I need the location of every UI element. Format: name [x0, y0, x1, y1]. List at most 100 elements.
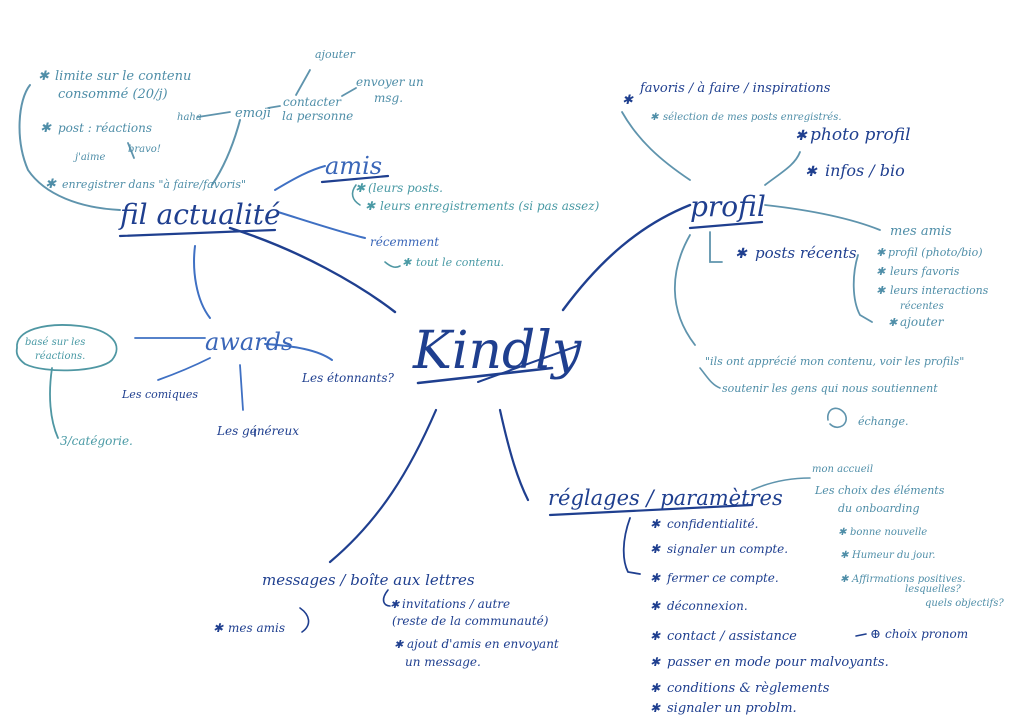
reglages-choix-elements-1: Les choix des éléments [814, 484, 945, 497]
line-malvoyants-pronom [855, 633, 867, 637]
line-mesamis-list [852, 254, 873, 323]
reglages-star-b1: ✱ [838, 527, 847, 538]
underline-fil [118, 228, 277, 238]
amis-star-2: ✱ [365, 199, 376, 213]
reglages-choix-pronom: choix pronom [885, 627, 968, 641]
echange-loop [827, 407, 847, 429]
reglages-star-1: ✱ [650, 542, 661, 556]
fil-title: fil actualité [118, 198, 281, 231]
awards-genereux: Les généreux [216, 424, 299, 438]
reglages-item-conditions: conditions & règlements [667, 681, 830, 696]
fil-haha: haha [177, 112, 202, 123]
reglages-star-b2: ✱ [840, 550, 849, 561]
reglages-list: ✱ confidentialité. ✱ signaler un compte.… [650, 517, 889, 715]
line-center-fil [228, 226, 397, 314]
messages-star-2: ✱ [390, 598, 400, 611]
profil-ami-ajouter: ajouter [900, 315, 945, 329]
center-title: Kindly [412, 321, 582, 381]
line-apprecie-soutenir [699, 367, 721, 389]
underlines [15, 174, 764, 517]
reglages-star-6: ✱ [650, 681, 661, 695]
messages-ajout-2: un message. [405, 655, 481, 669]
fil-star-2: ✱ [40, 121, 52, 136]
line-base-categorie [49, 367, 59, 439]
reglages-star-b3: ✱ [840, 574, 849, 585]
amis-star-3: ✱ [402, 256, 412, 269]
line-recemment-tout [384, 261, 401, 268]
profil-apprecie: "ils ont apprécié mon contenu, voir les … [705, 355, 964, 368]
reglages-item-contact: contact / assistance [667, 629, 797, 644]
line-contact-ajouter [295, 69, 311, 96]
reglages-item-signaler-probleme: signaler un problm. [667, 701, 797, 715]
messages-ajout-1: ajout d'amis en envoyant [407, 637, 559, 651]
messages-invitations-2: (reste de la communauté) [392, 614, 549, 628]
underline-amis [320, 174, 390, 184]
reglages-star-4: ✱ [650, 629, 661, 643]
messages-star-1: ✱ [213, 621, 224, 635]
profil-photo: photo profil [810, 125, 911, 145]
line-fil-awards [193, 245, 211, 319]
profil-echange: échange. [858, 415, 908, 428]
reglages-humeur: Humeur du jour. [851, 550, 935, 561]
reglages-star-3: ✱ [650, 599, 661, 613]
underline-profil [688, 220, 764, 230]
amis-posts: (leurs posts. [368, 181, 443, 195]
profil-star-6: ✱ [876, 246, 886, 259]
reglages-item-confidentialite: confidentialité. [667, 517, 758, 531]
line-messages-invitations [382, 589, 391, 607]
reglages-accueil: mon accueil [812, 464, 873, 475]
reglages-item-fermer: fermer ce compte. [666, 571, 779, 585]
envoyer-1: envoyer un [356, 75, 424, 89]
line-center-messages [328, 408, 438, 564]
profil-mes-amis: mes amis [890, 224, 952, 239]
fil-star-3: ✱ [45, 177, 57, 192]
amis-enreg: leurs enregistrements (si pas assez) [380, 199, 600, 213]
messages-title: messages / boîte aux lettres [262, 571, 475, 589]
fil-jaime: j'aime [73, 152, 105, 163]
profil-star-9: ✱ [888, 316, 898, 329]
bubble-base [15, 324, 118, 372]
reglages-star-0: ✱ [650, 517, 661, 531]
profil-soutenir: soutenir les gens qui nous soutiennent [722, 382, 938, 395]
contact-1: contacter [283, 95, 342, 109]
line-profil-photo [764, 151, 801, 186]
amis-title: amis [325, 152, 382, 180]
reglages-item-malvoyants: passer en mode pour malvoyants. [667, 655, 889, 670]
messages-mes-amis: mes amis [228, 621, 285, 635]
awards-comiques: Les comiques [121, 388, 198, 401]
profil-star-5: ✱ [735, 246, 748, 262]
line-amis-posts [351, 184, 361, 206]
profil-title: profil [690, 190, 766, 223]
fil-limit-1: limite sur le contenu [55, 69, 191, 84]
reglages-title: réglages / paramètres [548, 486, 783, 510]
emoji-label: emoji [235, 106, 271, 121]
reglages-item-deconnexion: déconnexion. [667, 599, 748, 613]
plus-icon: ⊕ [870, 627, 881, 642]
reglages-star-2: ✱ [650, 571, 661, 585]
profil-selection: sélection de mes posts enregistrés. [663, 112, 842, 123]
reglages-star-7: ✱ [650, 701, 661, 715]
fil-save: enregistrer dans "à faire/favoris" [62, 178, 246, 191]
reglages-item-signaler-compte: signaler un compte. [667, 542, 788, 556]
profil-star-8: ✱ [876, 284, 886, 297]
profil-ami-profil: profil (photo/bio) [888, 246, 983, 259]
awards-categorie: 3/catégorie. [60, 434, 133, 448]
profil-ami-inter-1: leurs interactions [890, 284, 989, 297]
awards-etonnants: Les étonnants? [301, 371, 395, 385]
messages-star-3: ✱ [394, 638, 404, 651]
awards-base-1: basé sur les [25, 337, 85, 348]
line-center-profil [561, 203, 692, 312]
amis-star-1: ✱ [355, 181, 366, 195]
line-emoji-contact [267, 105, 281, 109]
line-messages-amis [299, 607, 310, 633]
reglages-choix-elements-2: du onboarding [838, 502, 920, 515]
line-haha-emoji [197, 111, 231, 118]
line-fil-amis [274, 165, 326, 191]
profil-star-1: ✱ [622, 93, 634, 108]
reglages-objectifs: quels objectifs? [925, 598, 1004, 609]
line-awards-genereux [239, 364, 244, 411]
line-fil-limits [18, 84, 121, 211]
line-center-reglages [498, 408, 530, 502]
reglages-affirmations: Affirmations positives. [851, 574, 966, 585]
line-awards-center [264, 343, 333, 361]
